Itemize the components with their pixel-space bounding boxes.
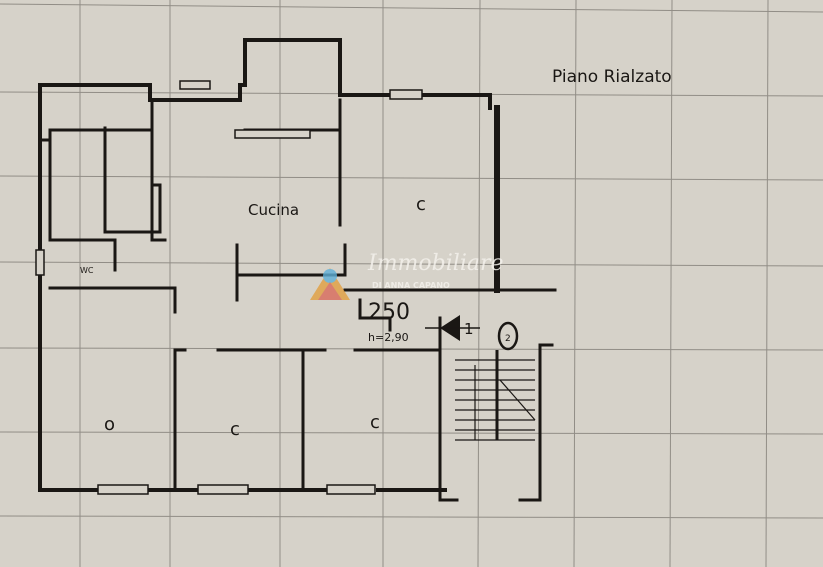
plan-title: Piano Rialzato	[552, 67, 672, 87]
area-label: 250	[368, 300, 410, 325]
watermark-owner: DI ANNA CAPANO	[372, 281, 450, 290]
watermark-brand: Immobiliare	[367, 251, 504, 276]
height-label: h=2,90	[368, 331, 409, 344]
stair-number-circle	[497, 321, 519, 351]
room-label: c	[230, 419, 240, 440]
stair-number-label: 2	[505, 334, 511, 344]
walls	[38, 38, 557, 502]
staircase	[455, 350, 536, 441]
watermark-logo-icon	[310, 268, 350, 300]
room-label-kitchen: Cucina	[248, 201, 299, 219]
windows	[35, 80, 423, 495]
room-label: o	[104, 414, 115, 435]
room-label: c	[370, 412, 380, 433]
section-marker-label: 1	[464, 320, 474, 338]
room-label-wc: WC	[80, 266, 94, 275]
room-label: c	[416, 194, 426, 215]
